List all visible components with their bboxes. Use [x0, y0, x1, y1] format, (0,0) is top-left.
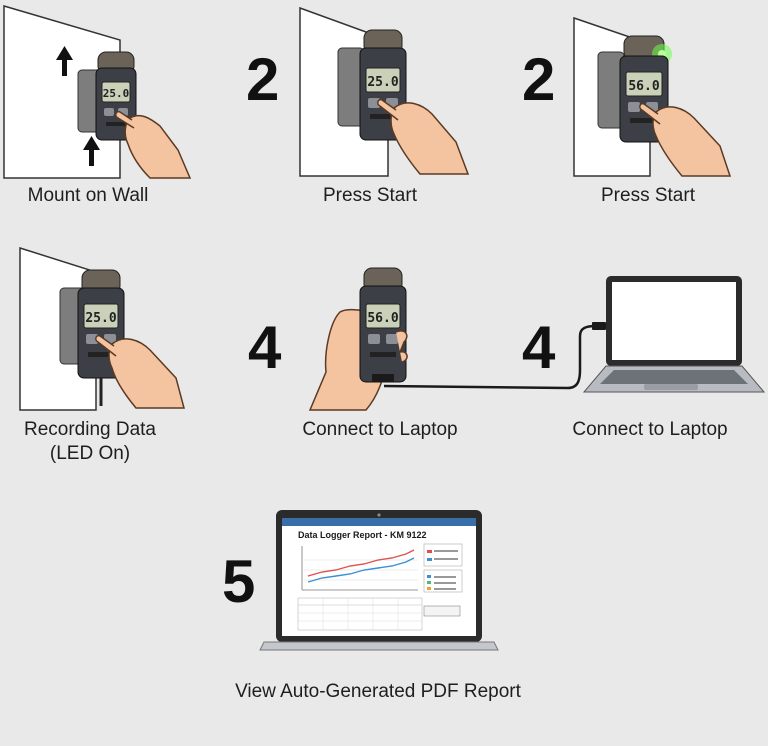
data-logger-device: 56.0	[359, 267, 407, 383]
step4-caption-line2: (LED On)	[49, 443, 131, 464]
step5-caption: Connect to Laptop	[302, 419, 458, 440]
hand-icon	[115, 110, 192, 179]
lcd-reading: 25.0	[103, 87, 130, 100]
step6-number: 4	[522, 314, 556, 381]
hand-icon	[639, 102, 732, 177]
report-line-chart	[301, 546, 418, 591]
step4-caption-line1: Recording Data	[23, 419, 157, 440]
usb-plug	[592, 322, 606, 330]
lcd-reading: 56.0	[628, 79, 659, 94]
step5-number: 4	[248, 314, 282, 381]
laptop-base	[259, 641, 499, 651]
lcd-reading: 25.0	[367, 75, 398, 90]
step3-illustration: 56.0	[573, 16, 732, 177]
lcd-display	[365, 303, 401, 329]
report-laptop-illustration: Data Logger Report - KM 9122	[259, 510, 499, 651]
up-arrow-icon	[83, 136, 100, 166]
usb-cable	[383, 324, 597, 390]
lcd-display	[365, 67, 401, 93]
step2-caption: Press Start	[323, 185, 417, 206]
step6-caption: Connect to Laptop	[572, 419, 728, 440]
step1-caption: Mount on Wall	[27, 185, 149, 206]
report-table	[297, 597, 423, 631]
step7-caption: View Auto-Generated PDF Report	[235, 681, 521, 702]
lcd-reading: 25.0	[85, 311, 116, 326]
step4-illustration: 25.0	[19, 246, 185, 411]
lcd-reading: 56.0	[367, 311, 398, 326]
step3-caption: Press Start	[601, 185, 695, 206]
step2-illustration: 25.0	[299, 6, 470, 177]
step5-illustration: 56.0	[308, 267, 597, 411]
hand-icon	[95, 334, 185, 409]
step3-number: 2	[522, 46, 556, 113]
wall-panel	[3, 4, 121, 179]
report-legend	[423, 543, 463, 593]
lcd-display	[101, 81, 131, 103]
hand-icon	[377, 98, 470, 175]
step7-number: 5	[222, 548, 256, 615]
up-arrow-icon	[56, 46, 73, 76]
report-title: Data Logger Report - KM 9122	[298, 530, 427, 540]
step2-number: 2	[246, 46, 280, 113]
step1-illustration: 25.0	[3, 4, 192, 179]
series-red-line	[307, 549, 415, 577]
lcd-display	[625, 71, 663, 97]
lcd-display	[83, 303, 119, 329]
series-blue-line	[307, 557, 415, 583]
report-button	[423, 605, 461, 617]
laptop-illustration	[582, 276, 766, 393]
